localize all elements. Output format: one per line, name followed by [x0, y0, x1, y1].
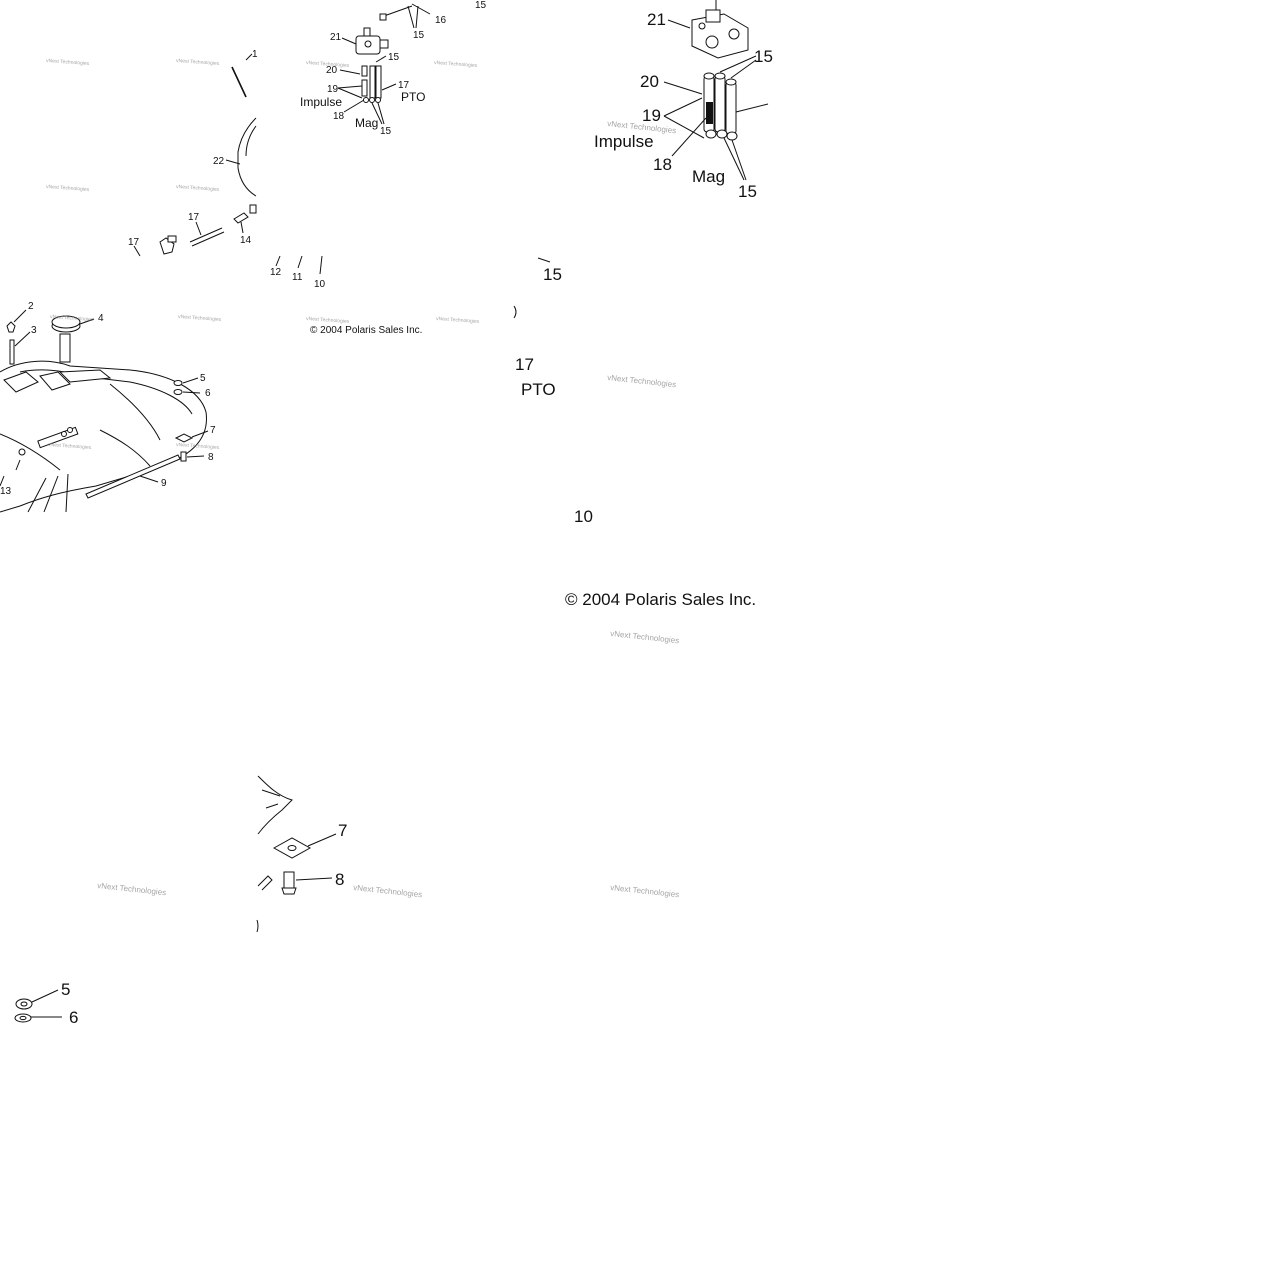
- watermark-8: vNext Technologies: [178, 314, 222, 323]
- hardware-tile: 7 8 5 6: [14, 775, 347, 1027]
- watermark-17: vNext Technologies: [353, 883, 423, 899]
- callout-3: 3: [31, 325, 37, 336]
- bolt-part-8-small: [180, 451, 187, 462]
- callout-17b: 17: [128, 237, 140, 248]
- watermark-7: vNext Technologies: [50, 314, 94, 323]
- callout-17-large: 17: [515, 355, 534, 374]
- callout-6-large: 6: [69, 1008, 78, 1027]
- spring-part-small: [361, 79, 368, 97]
- callout-13: 13: [0, 486, 12, 497]
- callout-5a: 5: [200, 373, 206, 384]
- rod-part-1: [231, 66, 247, 98]
- callout-14: 14: [240, 235, 252, 246]
- label-pto-small: PTO: [401, 90, 425, 104]
- callout-20-small: 20: [326, 65, 338, 76]
- cowl-outline: [237, 117, 257, 197]
- label-impulse-large: Impulse: [594, 132, 654, 151]
- callout-2: 2: [28, 301, 34, 312]
- callout-15-large-bottom: 15: [738, 182, 757, 201]
- callout-15-large-mid: 15: [543, 265, 562, 284]
- bolt-part-8-large: [281, 871, 297, 895]
- callout-9: 9: [161, 478, 167, 489]
- callout-16: 16: [435, 15, 447, 26]
- label-impulse-small: Impulse: [300, 95, 342, 109]
- watermark-10: vNext Technologies: [436, 316, 480, 325]
- hose-pto-small: [369, 65, 376, 99]
- watermark-9: vNext Technologies: [306, 316, 350, 325]
- watermark-3: vNext Technologies: [306, 60, 350, 69]
- strap-part-9: [85, 454, 181, 499]
- callout-15-large-top: 15: [754, 47, 773, 66]
- label-pto-large: PTO: [521, 380, 556, 399]
- callout-7a: 7: [210, 425, 216, 436]
- label-mag-large: Mag: [692, 167, 725, 186]
- watermark-16: vNext Technologies: [97, 881, 167, 897]
- callout-10: 10: [314, 279, 326, 290]
- callout-15-mid: 15: [388, 52, 400, 63]
- spring-part-large: [706, 102, 713, 124]
- callout-17a: 17: [188, 212, 200, 223]
- callout-20-large: 20: [640, 72, 659, 91]
- filler-neck: [59, 333, 71, 363]
- fuel-pump-small-tile: 16 15 15 21 15 20 17 PTO 19 Impulse 18: [270, 0, 487, 336]
- vent-part-2: [6, 321, 16, 333]
- fuel-pump-large-tile: 21 15 20 19 Impulse 18 Mag 15 15 17 PTO …: [513, 0, 773, 609]
- callout-1: 1: [252, 49, 258, 60]
- callout-10-large: 10: [574, 507, 593, 526]
- callout-21-large: 21: [647, 10, 666, 29]
- callout-15-top-a: 15: [413, 30, 425, 41]
- washer-part-6-small: [173, 389, 183, 395]
- callout-15-bottom: 15: [380, 126, 392, 137]
- callout-18-large: 18: [653, 155, 672, 174]
- label-mag-small: Mag: [355, 116, 378, 130]
- callout-7-large: 7: [338, 821, 347, 840]
- callout-8a: 8: [208, 452, 214, 463]
- copyright-small: © 2004 Polaris Sales Inc.: [310, 325, 422, 336]
- callout-8-large: 8: [335, 870, 344, 889]
- watermark-18: vNext Technologies: [610, 883, 680, 899]
- copyright-large: © 2004 Polaris Sales Inc.: [565, 590, 756, 609]
- callout-12: 12: [270, 267, 282, 278]
- watermark-1: vNext Technologies: [46, 58, 90, 67]
- watermarks: vNext Technologies vNext Technologies vN…: [46, 58, 680, 899]
- hose-right-large: [725, 81, 737, 135]
- bracket-part-7-small: [174, 433, 194, 443]
- callout-22: 22: [213, 156, 225, 167]
- fuel-tank-tile: 1 22 14 17 17: [0, 49, 258, 513]
- hose-part-17: [189, 227, 225, 247]
- fuel-pump-large: [691, 0, 749, 59]
- fuel-tank: [0, 360, 207, 513]
- watermark-6: vNext Technologies: [176, 184, 220, 193]
- watermark-5: vNext Technologies: [46, 184, 90, 193]
- watermark-14: vNext Technologies: [607, 373, 677, 389]
- callout-5-large: 5: [61, 980, 70, 999]
- callout-19-large: 19: [642, 106, 661, 125]
- callout-4: 4: [98, 313, 104, 324]
- callout-18-small: 18: [333, 111, 345, 122]
- tube-part-3: [9, 339, 15, 365]
- watermark-4: vNext Technologies: [434, 60, 478, 69]
- callout-21-small: 21: [330, 32, 342, 43]
- callout-6a: 6: [205, 388, 211, 399]
- nut-part-5-small: [173, 380, 183, 386]
- callout-11: 11: [292, 272, 303, 283]
- fuel-pump-small: [355, 27, 389, 55]
- fitting-part-14: [233, 212, 249, 224]
- watermark-11: vNext Technologies: [48, 442, 92, 451]
- callout-17-small: 17: [398, 80, 410, 91]
- hose-mid-large: [714, 75, 726, 133]
- callout-15-top-b: 15: [475, 0, 487, 11]
- watermark-15: vNext Technologies: [610, 629, 680, 645]
- watermark-12: vNext Technologies: [176, 442, 220, 451]
- callout-19-small: 19: [327, 84, 339, 95]
- watermark-2: vNext Technologies: [176, 58, 220, 67]
